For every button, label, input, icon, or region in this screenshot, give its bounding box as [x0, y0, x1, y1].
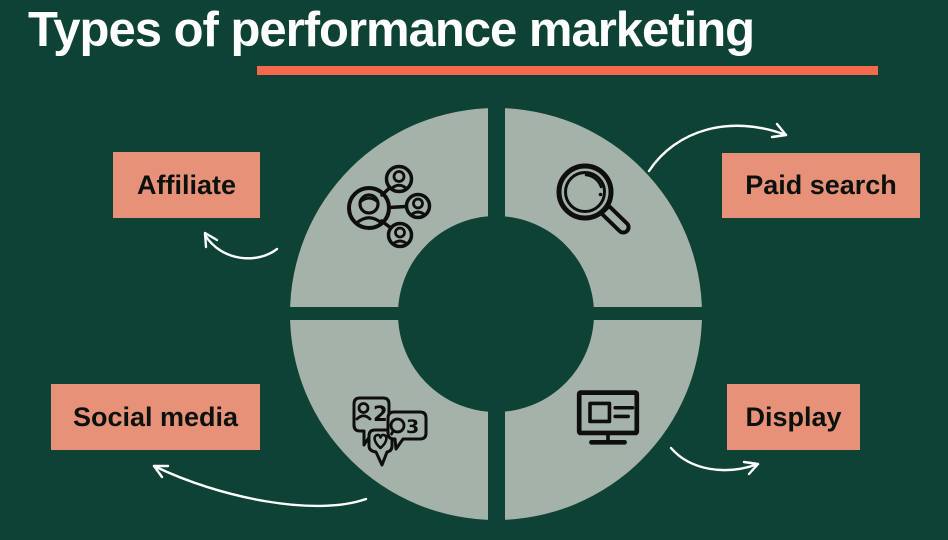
- comments-count: 3: [406, 416, 419, 438]
- social-media-arrow: [152, 464, 368, 508]
- label-affiliate: Affiliate: [113, 152, 260, 218]
- label-social-media: Social media: [51, 384, 260, 450]
- people-network-icon: [347, 164, 432, 249]
- label-paid-search: Paid search: [722, 153, 920, 218]
- likes-count: 2: [373, 402, 388, 426]
- magnifying-glass-icon: [556, 163, 631, 235]
- display-arrow: [669, 446, 760, 476]
- page-title: Types of performance marketing: [28, 3, 755, 57]
- label-display: Display: [727, 384, 860, 450]
- paid-search-arrow: [647, 122, 788, 173]
- magnifier-highlight-dot: [598, 192, 603, 197]
- quadrant-gap-horizontal: [282, 307, 710, 320]
- reaction-bubbles-icon: 2 3: [352, 396, 428, 467]
- title-underline: [257, 66, 878, 75]
- affiliate-arrow: [203, 231, 279, 260]
- monitor-ad-icon: [576, 390, 640, 445]
